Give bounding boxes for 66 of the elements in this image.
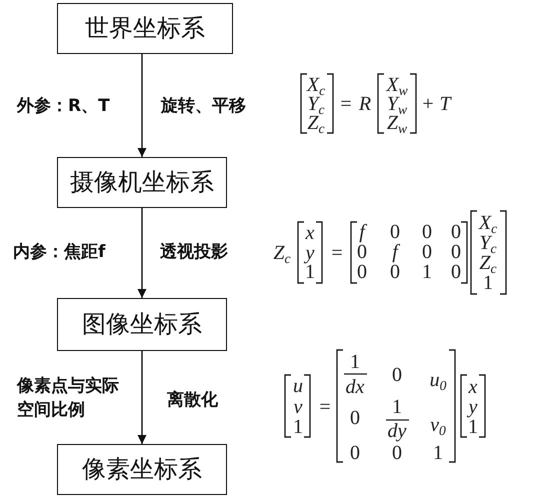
matrix-entry: u$_{0}$ (430, 370, 446, 390)
equals-sign: = (340, 94, 352, 114)
matrix-entry: 0 (451, 262, 461, 282)
matrix-entry: f (359, 222, 365, 242)
annotation-text: 透视投影 (160, 241, 228, 264)
matrix-entry: 1 (293, 417, 303, 437)
math-variable: T (439, 94, 451, 114)
process-box (57, 444, 227, 495)
process-box (57, 157, 227, 208)
math-variable: Z$_{c}$ (273, 243, 291, 263)
annotation-text: 外参：R、T (17, 95, 110, 118)
matrix-entry: 0 (422, 222, 432, 242)
arrow (138, 54, 146, 157)
matrix-entry: f (392, 242, 398, 262)
process-box (57, 3, 233, 54)
plus-sign: + (422, 94, 434, 114)
matrix-entry: x (306, 223, 314, 243)
matrix-entry: 0 (390, 222, 400, 242)
matrix-entry: Z$_{w}$ (386, 113, 408, 133)
matrix-entry: X$_{w}$ (386, 75, 408, 95)
arrow (138, 351, 146, 444)
box-label: 摄像机坐标系 (70, 168, 214, 197)
matrix-entry: 0 (350, 408, 360, 428)
annotation-text: 内参：焦距f (13, 241, 106, 264)
matrix-entry: Y$_{c}$ (307, 94, 325, 114)
matrix-entry: 1 (422, 262, 432, 282)
box-label: 世界坐标系 (85, 14, 205, 43)
matrix-entry: 0 (392, 443, 402, 463)
matrix-entry: y (306, 243, 314, 263)
matrix-entry: Z$_{c}$ (479, 253, 497, 273)
fraction-denominator: dx (346, 377, 364, 397)
matrix-entry: Z$_{c}$ (307, 113, 325, 133)
matrix-entry: 1 (483, 273, 493, 293)
matrix-entry: 0 (451, 222, 461, 242)
matrix-entry: x (468, 377, 478, 397)
fraction-denominator: dy (388, 421, 406, 441)
fraction-numerator: 1 (392, 397, 402, 417)
matrix-entry: 0 (390, 262, 400, 282)
annotation-text: 旋转、平移 (161, 95, 246, 118)
matrix-entry: v$_{0}$ (430, 415, 446, 435)
matrix-entry: 1 (433, 443, 443, 463)
matrix-entry: 0 (357, 262, 367, 282)
matrix-entry: 0 (392, 365, 402, 385)
annotation-text: 像素点与实际空间比例 (17, 375, 120, 422)
equals-sign: = (319, 397, 331, 417)
matrix-entry: u (293, 376, 303, 396)
process-box (57, 298, 227, 351)
matrix-entry: 0 (357, 242, 367, 262)
matrix-entry: X$_{c}$ (478, 213, 498, 233)
matrix-entry: 0 (451, 242, 461, 262)
matrix-entry: 0 (350, 443, 360, 463)
matrix-entry: 0 (422, 242, 432, 262)
matrix-entry: 1 (468, 417, 478, 437)
box-label: 图像坐标系 (82, 310, 202, 339)
matrix-entry: Y$_{w}$ (386, 94, 408, 114)
matrix-entry: v (294, 397, 302, 417)
annotation-text: 离散化 (167, 389, 218, 412)
matrix-entry: 1 (305, 262, 315, 282)
math-variable: R (358, 94, 372, 114)
equals-sign: = (331, 243, 343, 263)
matrix-entry: X$_{c}$ (306, 75, 326, 95)
matrix-entry: y (468, 397, 478, 417)
fraction-numerator: 1 (350, 352, 360, 372)
matrix-entry: Y$_{c}$ (479, 233, 497, 253)
box-label: 像素坐标系 (82, 455, 202, 484)
arrow (138, 208, 146, 298)
